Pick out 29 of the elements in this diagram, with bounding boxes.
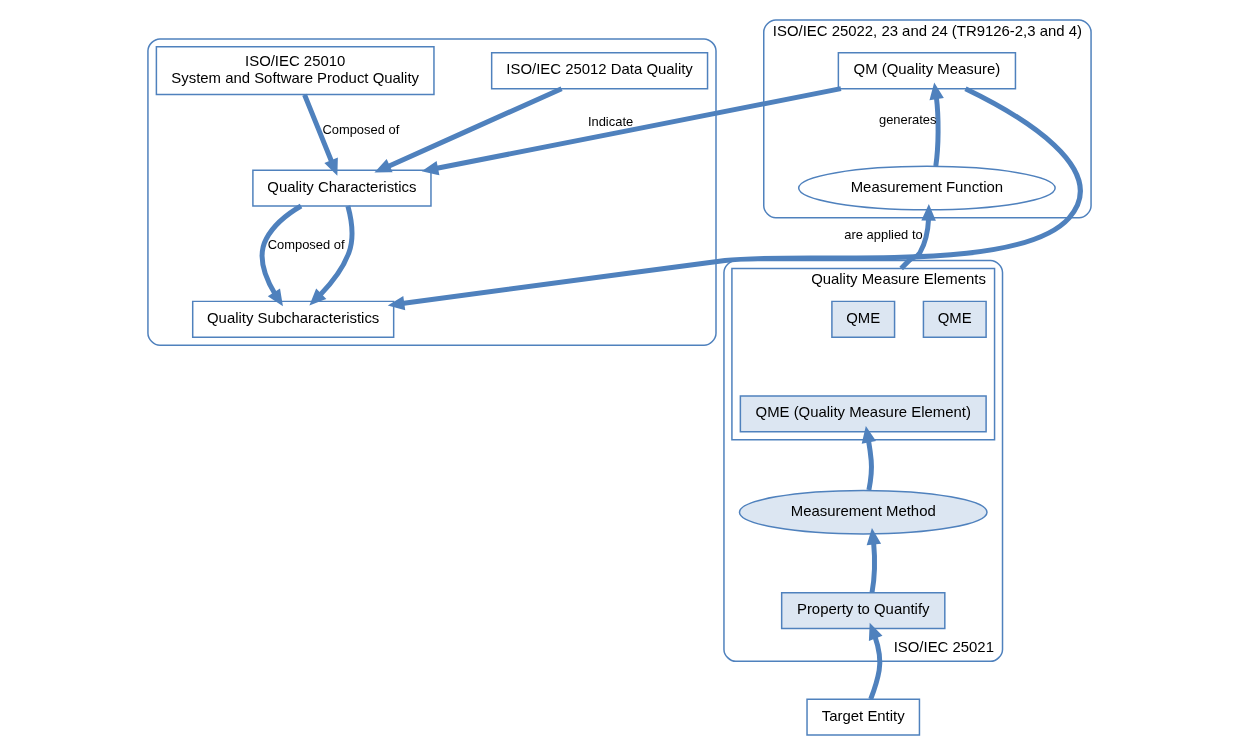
edge-label: Composed of [321, 121, 399, 137]
node-box: QME (Quality Measure Element) [739, 395, 987, 433]
edge-label: are applied to [843, 227, 923, 243]
arrow [867, 622, 882, 700]
arrow [301, 93, 338, 176]
node-box: QME [830, 300, 895, 338]
node-box: QME [922, 300, 987, 338]
node-box: Target Entity [805, 698, 920, 736]
arrow [259, 203, 302, 307]
node-ellipse: Measurement Function [797, 165, 1056, 211]
arrow [928, 82, 944, 167]
arrow [308, 205, 354, 306]
node-box: ISO/IEC 25012 Data Quality [490, 52, 708, 90]
edge-label: Indicate [587, 113, 633, 129]
arrow [861, 426, 876, 491]
arrow [373, 86, 563, 173]
arrow [421, 86, 841, 176]
node-box: Quality Subcharacteristics [191, 300, 394, 338]
arrow [898, 203, 936, 271]
arrow [387, 86, 1082, 311]
node-ellipse: Measurement Method [738, 489, 988, 535]
edge-label: generates [878, 111, 936, 127]
node-box: QM (Quality Measure) [837, 52, 1016, 90]
node-box: Property to Quantify [780, 591, 946, 630]
cluster [146, 38, 717, 346]
arrow [866, 527, 881, 593]
node-box: ISO/IEC 25010 System and Software Product Quality [155, 46, 435, 96]
node-box: Quality Characteristics [251, 169, 432, 207]
edge-label: Composed of [267, 237, 345, 253]
